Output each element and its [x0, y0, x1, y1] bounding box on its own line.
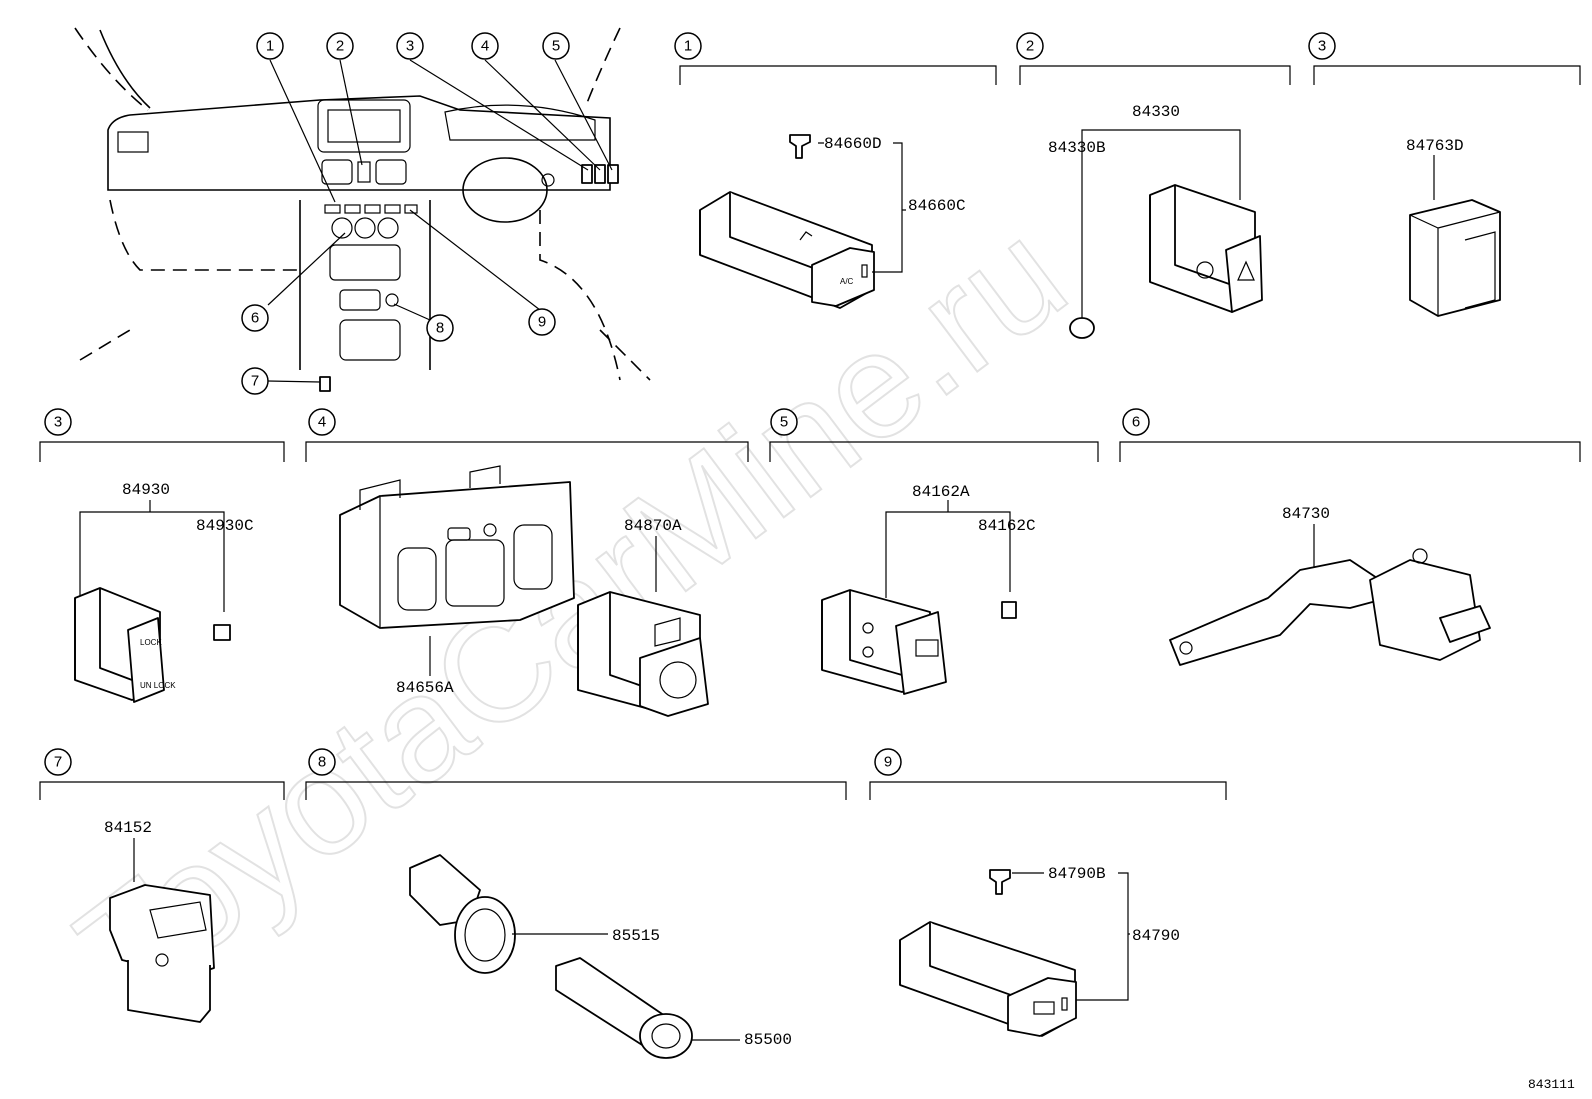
svg-text:9: 9: [538, 314, 546, 331]
part-84330: 84330: [1132, 103, 1180, 121]
svg-text:4: 4: [481, 38, 489, 55]
svg-text:2: 2: [336, 38, 344, 55]
section-6: 6: [1119, 408, 1581, 462]
lighter-85500: [555, 957, 693, 1059]
svg-text:9: 9: [884, 754, 892, 771]
svg-text:2: 2: [1026, 38, 1034, 55]
switch-84152: [109, 884, 215, 1023]
index-marker-9: 9: [528, 308, 556, 336]
leader-84162A: [885, 500, 1011, 598]
part-84330B: 84330B: [1048, 139, 1106, 157]
part-84660D: 84660D: [824, 135, 882, 153]
part-84763D: 84763D: [1406, 137, 1464, 155]
leader-84930: [79, 500, 225, 612]
switch-84162A: [821, 589, 1017, 695]
dashboard-overview: [74, 27, 651, 392]
part-84870A: 84870A: [624, 517, 682, 535]
index-marker-1: 1: [256, 32, 284, 60]
section-3a: 3: [1308, 32, 1581, 85]
index-marker-6: 6: [241, 304, 269, 332]
drawing-number: 843111: [1528, 1077, 1575, 1092]
section-9: 9: [869, 748, 1227, 800]
part-84930C: 84930C: [196, 517, 254, 535]
svg-text:LOCK: LOCK: [140, 638, 162, 647]
index-marker-8: 8: [426, 314, 454, 342]
section-1: 1: [674, 32, 997, 85]
leader-84330: [1081, 129, 1241, 200]
index-marker-2: 2: [326, 32, 354, 60]
svg-text:3: 3: [54, 414, 62, 431]
svg-text:A/C: A/C: [840, 277, 854, 286]
mirror-switch-84870A: [577, 591, 709, 717]
bezel-84656A: [339, 465, 575, 629]
svg-text:6: 6: [251, 310, 259, 327]
svg-text:1: 1: [266, 38, 274, 55]
svg-text:5: 5: [780, 414, 788, 431]
part-84162A: 84162A: [912, 483, 970, 501]
section-8: 8: [305, 748, 847, 800]
section-2: 2: [1016, 32, 1291, 85]
index-marker-5: 5: [542, 32, 570, 60]
svg-text:7: 7: [54, 754, 62, 771]
svg-text:6: 6: [1132, 414, 1140, 431]
switch-84790: [899, 869, 1077, 1037]
part-84660C: 84660C: [908, 197, 966, 215]
index-marker-7: 7: [241, 367, 269, 395]
ac-switch-assembly: A/C: [699, 134, 875, 309]
part-84152: 84152: [104, 819, 152, 837]
part-84790B: 84790B: [1048, 865, 1106, 883]
svg-text:3: 3: [406, 38, 414, 55]
section-5: 5: [769, 408, 1099, 462]
svg-text:1: 1: [684, 38, 692, 55]
leader-84660: [818, 142, 906, 273]
svg-text:4: 4: [318, 414, 326, 431]
part-84930: 84930: [122, 481, 170, 499]
section-3b: 3: [39, 408, 285, 462]
svg-text:5: 5: [552, 38, 560, 55]
svg-text:8: 8: [436, 320, 444, 337]
part-84730: 84730: [1282, 505, 1330, 523]
cover-84763D: [1409, 199, 1501, 317]
svg-text:3: 3: [1318, 38, 1326, 55]
part-85515: 85515: [612, 927, 660, 945]
part-84162C: 84162C: [978, 517, 1036, 535]
svg-text:8: 8: [318, 754, 326, 771]
hazard-switch-assembly: [1069, 184, 1263, 339]
svg-text:7: 7: [251, 373, 259, 390]
section-7: 7: [39, 748, 285, 800]
index-marker-3: 3: [396, 32, 424, 60]
part-84656A: 84656A: [396, 679, 454, 697]
part-84790: 84790: [1132, 927, 1180, 945]
leader-84790: [1012, 872, 1130, 1001]
lock-switch-assembly: LOCK UN LOCK: [74, 587, 231, 703]
index-marker-4: 4: [471, 32, 499, 60]
rheostat-84730: [1169, 548, 1491, 666]
socket-85515: [409, 854, 516, 974]
section-4: 4: [305, 408, 749, 462]
part-85500: 85500: [744, 1031, 792, 1049]
svg-text:UN LOCK: UN LOCK: [140, 681, 176, 690]
